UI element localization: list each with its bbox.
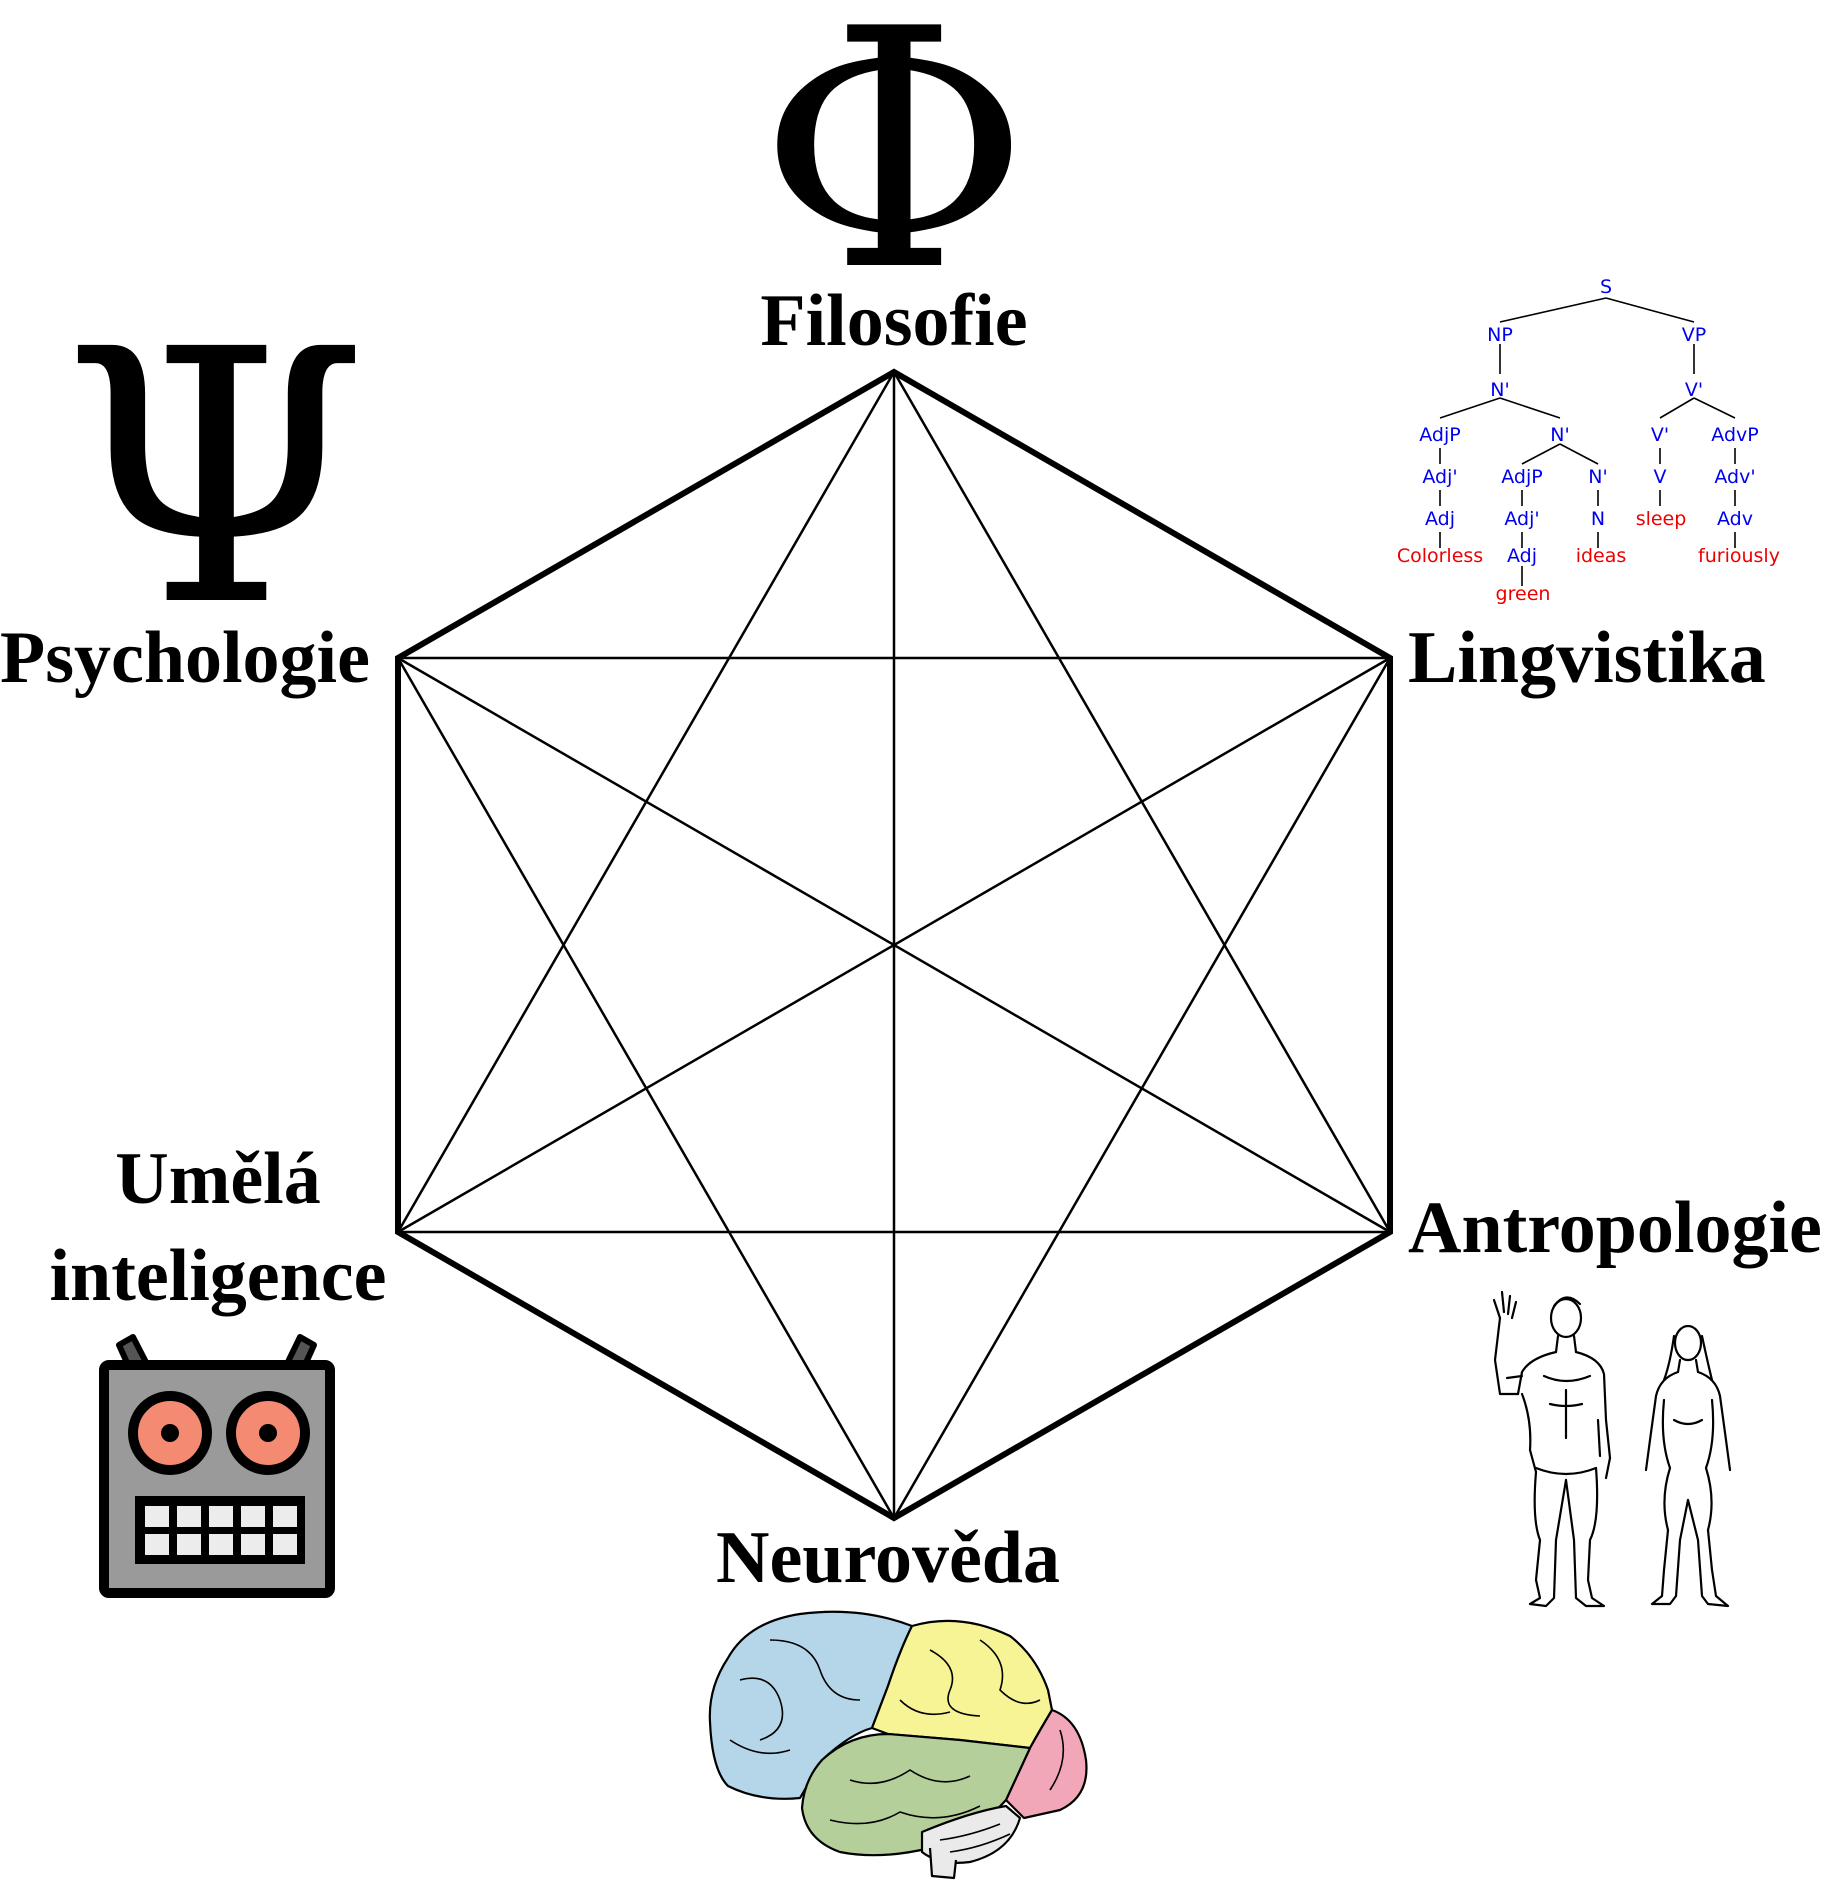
tree-node-np: NP: [1487, 324, 1513, 346]
tree-word-colorless: Colorless: [1397, 545, 1483, 567]
robot-face-icon: [99, 1334, 335, 1598]
node-label-philosophy: Filosofie: [760, 280, 1027, 362]
node-label-psychology: Psychologie: [0, 617, 370, 699]
node-label-linguistics: Lingvistika: [1408, 617, 1766, 699]
brain-stem: [928, 1847, 958, 1880]
tree-node-s: S: [1600, 276, 1612, 298]
tree-node-adj2: Adj: [1507, 545, 1537, 567]
tree-node-adjbar2: Adj': [1504, 508, 1539, 530]
robot-pupil-left: [161, 1424, 179, 1442]
node-label-neuroscience: Neurověda: [716, 1517, 1060, 1599]
tree-node-adv: Adv: [1717, 508, 1753, 530]
syntax-tree-edges: [1439, 297, 1736, 586]
hexagon-connections: [396, 371, 1392, 1519]
tree-word-furiously: furiously: [1698, 545, 1780, 567]
phi-icon: Φ: [759, 0, 1030, 343]
tree-node-nbar1: N': [1490, 379, 1509, 401]
robot-pupil-right: [259, 1424, 277, 1442]
psi-icon: Ψ: [62, 275, 369, 683]
brain-gyri: [729, 1639, 1065, 1853]
tree-node-nbar2: N': [1550, 424, 1569, 446]
tree-node-adjbar1: Adj': [1422, 466, 1457, 488]
connection-linguistics-neuroscience: [892, 657, 1392, 1519]
syntax-tree-icon: S NP VP N' V' AdjP N' V' AdvP Adj' AdjP …: [1397, 276, 1780, 605]
female-figure: [1644, 1324, 1732, 1608]
node-label-anthropology: Antropologie: [1408, 1187, 1822, 1269]
robot-teeth: [145, 1506, 297, 1555]
tree-word-green: green: [1496, 583, 1551, 605]
tree-node-vbar2: V': [1651, 424, 1669, 446]
tree-node-adjp1: AdjP: [1419, 424, 1460, 446]
tree-node-nbar3: N': [1588, 466, 1607, 488]
node-label-ai-line2: inteligence: [49, 1235, 386, 1317]
connection-linguistics-ai: [397, 656, 1391, 1234]
brain-icon: [708, 1610, 1088, 1880]
tree-node-adjp2: AdjP: [1501, 466, 1542, 488]
human-figures-icon: [1492, 1290, 1732, 1608]
tree-word-sleep: sleep: [1636, 508, 1687, 530]
tree-word-ideas: ideas: [1576, 545, 1627, 567]
tree-node-adj1: Adj: [1425, 508, 1455, 530]
tree-node-v: V: [1654, 466, 1667, 488]
tree-node-vbar1: V': [1685, 379, 1703, 401]
node-label-ai-line1: Umělá: [115, 1138, 321, 1220]
male-figure: [1492, 1290, 1612, 1608]
brain-occipital-lobe: [1004, 1708, 1088, 1820]
tree-node-advp: AdvP: [1711, 424, 1758, 446]
tree-node-n: N: [1591, 508, 1605, 530]
tree-node-advbar: Adv': [1714, 466, 1755, 488]
tree-node-vp: VP: [1682, 324, 1706, 346]
